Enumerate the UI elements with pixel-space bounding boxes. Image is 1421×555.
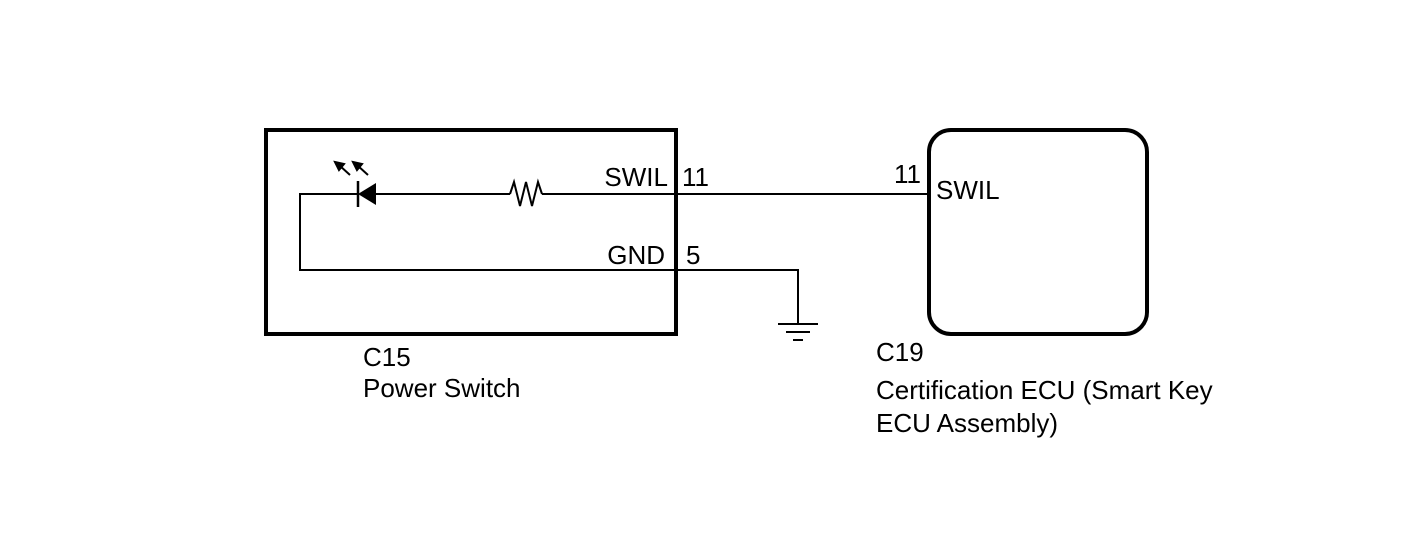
light-emission-arrows: [333, 160, 369, 176]
power-switch-connector: C15: [363, 342, 411, 372]
ecu-pin-label-swil: SWIL: [936, 175, 1000, 205]
power-switch-box: [264, 128, 678, 336]
ecu-name-line2: ECU Assembly): [876, 408, 1058, 438]
pin-number-11: 11: [682, 162, 709, 192]
resistor-symbol: [509, 178, 543, 207]
ecu-pin-number-11: 11: [894, 159, 921, 189]
ecu-name-line1: Certification ECU (Smart Key: [876, 375, 1213, 405]
internal-ground-wire: [299, 193, 676, 271]
pin-label-swil: SWIL: [604, 162, 668, 192]
certification-ecu-box: [927, 128, 1149, 336]
gnd-wire: [676, 269, 799, 324]
pin-number-5: 5: [686, 240, 700, 270]
led-diode-symbol: [356, 181, 376, 207]
power-switch-name: Power Switch: [363, 373, 521, 403]
ground-icon: [778, 323, 818, 341]
pin-label-gnd: GND: [607, 240, 665, 270]
ecu-connector: C19: [876, 337, 924, 367]
